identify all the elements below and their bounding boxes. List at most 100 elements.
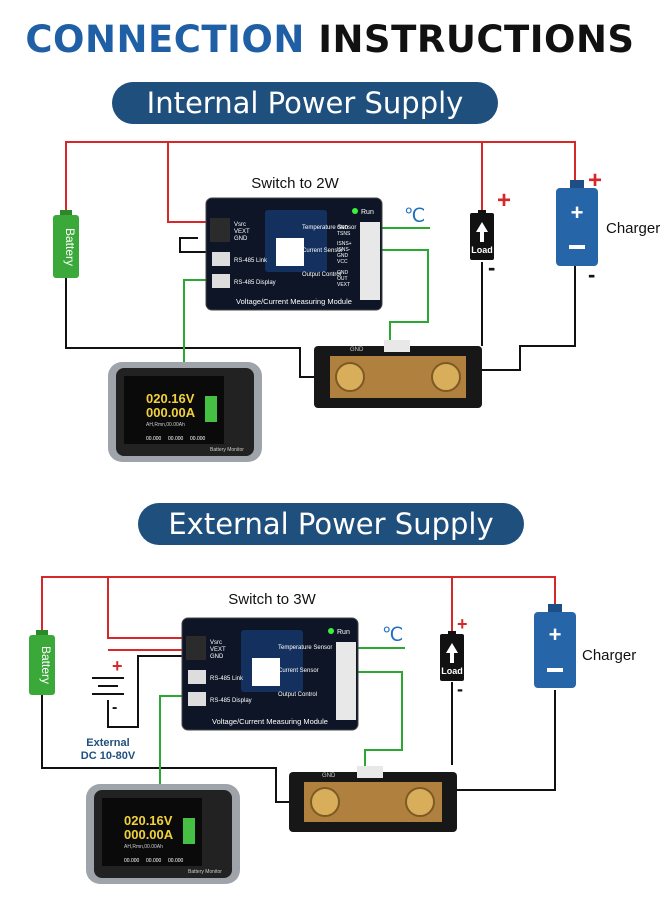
rs485-display-label-external: RS-485 Display — [210, 698, 252, 704]
display-bottom-3: 00.000 — [190, 436, 206, 442]
current-sensor-label: Current Sensor — [302, 248, 343, 254]
charger-label: Charger — [606, 220, 660, 237]
rs485-link-label: RS-485 Link — [234, 258, 268, 264]
current-sensor-label-external: Current Sensor — [278, 668, 319, 674]
run-label: Run — [361, 209, 374, 216]
load-minus: - — [488, 255, 495, 280]
shunt-gnd-label-external: GND — [322, 773, 336, 779]
black-wires — [65, 237, 576, 378]
display-bottom-1-external: 00.000 — [124, 858, 140, 864]
page-title: CONNECTION INSTRUCTIONS — [0, 18, 660, 61]
measuring-module-external: Run Vsrc VEXT GND RS-485 Link RS-485 Dis… — [181, 617, 359, 731]
shunt-gnd-label: GND — [350, 347, 364, 353]
display-line1: AH,Rmn,00.00Ah — [146, 422, 185, 428]
right-pin-6: VCC — [337, 259, 348, 265]
section-heading-internal: Internal Power Supply — [112, 82, 498, 124]
display-footer-external: Battery Monitor — [188, 869, 222, 875]
load-icon: Load + - — [470, 187, 511, 280]
display-unit: 020.16V 000.00A AH,Rmn,00.00Ah 00.000 00… — [108, 362, 262, 462]
qr-code — [276, 238, 304, 266]
run-label-external: Run — [337, 629, 350, 636]
right-pin-1: GND — [337, 225, 349, 231]
temp-sensor-label: Temperature Sensor — [302, 225, 356, 231]
title-part-1: CONNECTION — [25, 18, 305, 61]
right-pin-5: GND — [337, 253, 349, 259]
charger-plus: + — [588, 167, 602, 194]
display-footer: Battery Monitor — [210, 447, 244, 453]
pin-gnd-external: GND — [210, 654, 224, 660]
ext-minus: - — [112, 699, 117, 716]
switch-label-external: Switch to 3W — [228, 591, 316, 608]
internal-wiring-diagram: Battery Switch to 2W Run Vsrc VEXT GND R… — [53, 141, 660, 462]
right-pin-3: ISNS+ — [337, 241, 352, 247]
shunt: GND — [314, 340, 482, 408]
right-pin-4: ISNS- — [337, 247, 351, 253]
charger-inner-plus: + — [571, 200, 584, 225]
charger-label-external: Charger — [582, 647, 636, 664]
battery-icon: Battery — [53, 210, 79, 278]
display-voltage: 020.16V — [146, 391, 195, 406]
load-label: Load — [471, 245, 493, 255]
red-wires — [65, 141, 576, 223]
display-current: 000.00A — [146, 405, 196, 420]
temperature-symbol-external: ℃ — [382, 625, 403, 646]
right-pin-7: GND — [337, 270, 349, 276]
green-wires-external — [159, 647, 405, 790]
pin-gnd: GND — [234, 236, 248, 242]
rs485-display-label: RS-485 Display — [234, 280, 276, 286]
pin-vsrc: Vsrc — [234, 222, 246, 228]
display-line1-external: AH,Rmn,00.00Ah — [124, 844, 163, 850]
display-bottom-3-external: 00.000 — [168, 858, 184, 864]
module-caption: Voltage/Current Measuring Module — [236, 297, 352, 306]
battery-label-external: Battery — [39, 646, 53, 684]
pin-vext: VEXT — [234, 229, 250, 235]
output-control-label-external: Output Control — [278, 692, 317, 698]
module-caption-external: Voltage/Current Measuring Module — [212, 717, 328, 726]
load-plus: + — [497, 187, 511, 214]
charger-inner-plus-external: + — [549, 622, 562, 647]
load-plus-external: + — [457, 614, 468, 634]
right-pin-9: VEXT — [337, 282, 350, 288]
red-wires-external — [41, 576, 556, 651]
black-wires-external — [41, 655, 556, 803]
section-heading-external: External Power Supply — [138, 503, 524, 545]
external-dc-source: + - External DC 10-80V — [81, 656, 136, 762]
display-bottom-2: 00.000 — [168, 436, 184, 442]
measuring-module: Run Vsrc VEXT GND RS-485 Link RS-485 Dis… — [205, 197, 383, 311]
load-icon-external: Load + - — [440, 614, 468, 699]
temperature-symbol: ℃ — [404, 206, 425, 227]
rs485-link-label-external: RS-485 Link — [210, 676, 244, 682]
display-unit-external: 020.16V 000.00A AH,Rmn,00.00Ah 00.000 00… — [86, 784, 240, 884]
rs485-link-port — [212, 252, 230, 266]
right-pin-8: OUT — [337, 276, 348, 282]
charger-icon: + Charger + - — [556, 167, 660, 287]
terminal-left — [210, 218, 230, 242]
display-bottom-1: 00.000 — [146, 436, 162, 442]
output-control-label: Output Control — [302, 272, 341, 278]
shunt-external: GND — [289, 766, 457, 832]
title-part-2: INSTRUCTIONS — [318, 18, 635, 61]
pin-vext-external: VEXT — [210, 647, 226, 653]
display-bottom-2-external: 00.000 — [146, 858, 162, 864]
ext-label-2: DC 10-80V — [81, 750, 136, 762]
battery-icon-external: Battery — [29, 630, 55, 695]
charger-minus: - — [588, 262, 595, 287]
display-current-external: 000.00A — [124, 827, 174, 842]
ext-plus: + — [112, 656, 123, 676]
right-pin-2: TSNS — [337, 231, 351, 237]
rs485-display-port — [212, 274, 230, 288]
temp-sensor-label-external: Temperature Sensor — [278, 645, 332, 651]
run-led — [352, 208, 358, 214]
pin-vsrc-external: Vsrc — [210, 640, 222, 646]
switch-label-internal: Switch to 2W — [251, 175, 339, 192]
qr-code-external — [252, 658, 280, 686]
battery-label: Battery — [63, 228, 77, 266]
charger-icon-external: + Charger — [534, 604, 636, 688]
display-voltage-external: 020.16V — [124, 813, 173, 828]
load-label-external: Load — [441, 666, 463, 676]
ext-label-1: External — [86, 737, 129, 749]
load-minus-external: - — [457, 679, 463, 699]
terminal-right — [360, 222, 380, 300]
green-wires — [183, 227, 430, 365]
